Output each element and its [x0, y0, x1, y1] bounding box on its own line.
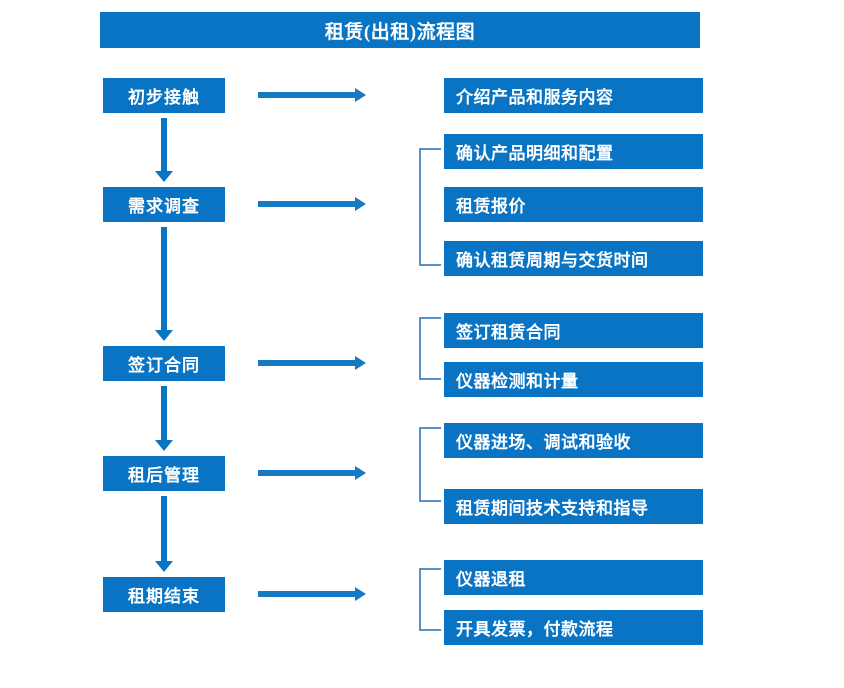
arrow-shaft [161, 386, 167, 440]
flow-arrow-down-1 [155, 118, 173, 182]
arrow-head [155, 561, 173, 572]
arrow-head [355, 356, 366, 370]
arrow-head [355, 88, 366, 102]
arrow-shaft [258, 360, 356, 366]
arrow-shaft [258, 92, 356, 98]
arrow-shaft [161, 118, 167, 171]
task-group-bracket-5 [419, 568, 441, 631]
task-node-2[interactable]: 确认产品明细和配置 [444, 134, 703, 169]
arrow-shaft [258, 591, 356, 597]
stage-node-3[interactable]: 签订合同 [103, 346, 225, 381]
flow-arrow-right-4 [258, 466, 366, 480]
task-node-8[interactable]: 租赁期间技术支持和指导 [444, 489, 703, 524]
flow-arrow-right-5 [258, 587, 366, 601]
stage-node-5[interactable]: 租期结束 [103, 577, 225, 612]
stage-node-1[interactable]: 初步接触 [103, 78, 225, 113]
task-node-5[interactable]: 签订租赁合同 [444, 313, 703, 348]
flow-arrow-down-4 [155, 496, 173, 572]
task-group-bracket-2 [419, 148, 441, 266]
arrow-shaft [161, 227, 167, 330]
flow-arrow-down-2 [155, 227, 173, 341]
stage-node-2[interactable]: 需求调查 [103, 187, 225, 222]
task-node-9[interactable]: 仪器退租 [444, 560, 703, 595]
arrow-shaft [258, 201, 356, 207]
task-node-6[interactable]: 仪器检测和计量 [444, 362, 703, 397]
arrow-head [355, 466, 366, 480]
flow-arrow-right-3 [258, 356, 366, 370]
flow-arrow-right-2 [258, 197, 366, 211]
task-group-bracket-4 [419, 427, 441, 502]
arrow-shaft [161, 496, 167, 561]
arrow-head [155, 330, 173, 341]
arrow-head [155, 171, 173, 182]
stage-node-4[interactable]: 租后管理 [103, 456, 225, 491]
flowchart-title: 租赁(出租)流程图 [100, 12, 700, 48]
flow-arrow-down-3 [155, 386, 173, 451]
task-node-10[interactable]: 开具发票，付款流程 [444, 610, 703, 645]
task-node-4[interactable]: 确认租赁周期与交货时间 [444, 241, 703, 276]
task-node-3[interactable]: 租赁报价 [444, 187, 703, 222]
arrow-head [355, 197, 366, 211]
arrow-head [355, 587, 366, 601]
task-node-7[interactable]: 仪器进场、调试和验收 [444, 423, 703, 458]
flow-arrow-right-1 [258, 88, 366, 102]
arrow-shaft [258, 470, 356, 476]
task-group-bracket-3 [419, 317, 441, 380]
arrow-head [155, 440, 173, 451]
task-node-1[interactable]: 介绍产品和服务内容 [444, 78, 703, 113]
